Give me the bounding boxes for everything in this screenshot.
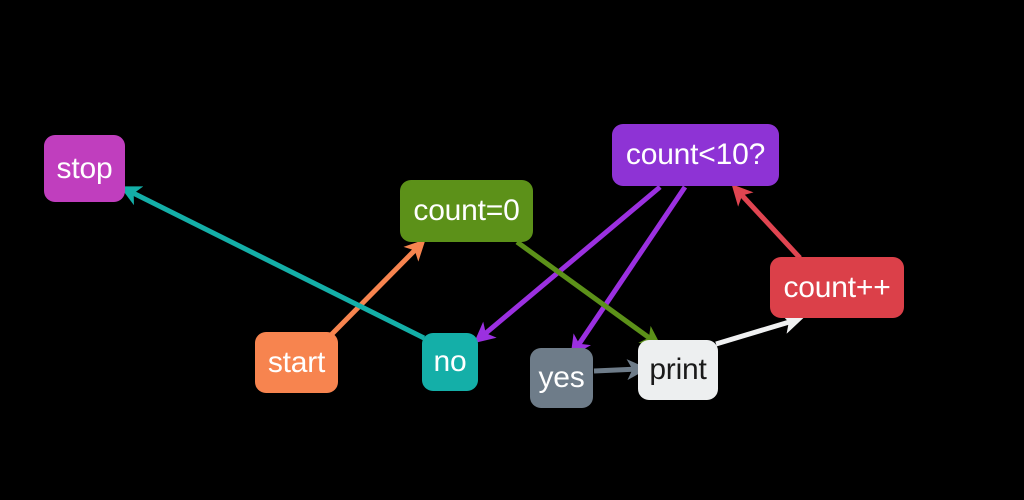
node-label-count0: count=0: [413, 194, 520, 227]
node-print[interactable]: print: [638, 340, 718, 400]
node-label-start: start: [267, 345, 326, 379]
node-count0[interactable]: count=0: [400, 180, 533, 242]
node-label-cond: count<10?: [625, 138, 766, 171]
node-cond[interactable]: count<10?: [612, 124, 779, 186]
edge-start-to-count0: [328, 239, 426, 338]
edge-yes-to-print: [593, 359, 648, 381]
node-yes[interactable]: yes: [530, 348, 593, 408]
edge-count0-to-print: [515, 239, 662, 347]
node-start[interactable]: start: [255, 332, 338, 393]
node-label-no: no: [433, 345, 467, 378]
edge-countpp-to-cond: [731, 184, 802, 260]
edge-no-to-stop: [119, 186, 426, 341]
node-label-countpp: count++: [783, 270, 891, 304]
node-no[interactable]: no: [422, 333, 478, 391]
node-label-print: print: [649, 353, 707, 386]
node-label-yes: yes: [538, 361, 585, 394]
node-stop[interactable]: stop: [44, 135, 125, 202]
node-label-stop: stop: [56, 151, 113, 185]
edge-cond-to-yes: [570, 185, 688, 357]
edge-print-to-countpp: [715, 313, 804, 347]
node-countpp[interactable]: count++: [770, 257, 904, 318]
